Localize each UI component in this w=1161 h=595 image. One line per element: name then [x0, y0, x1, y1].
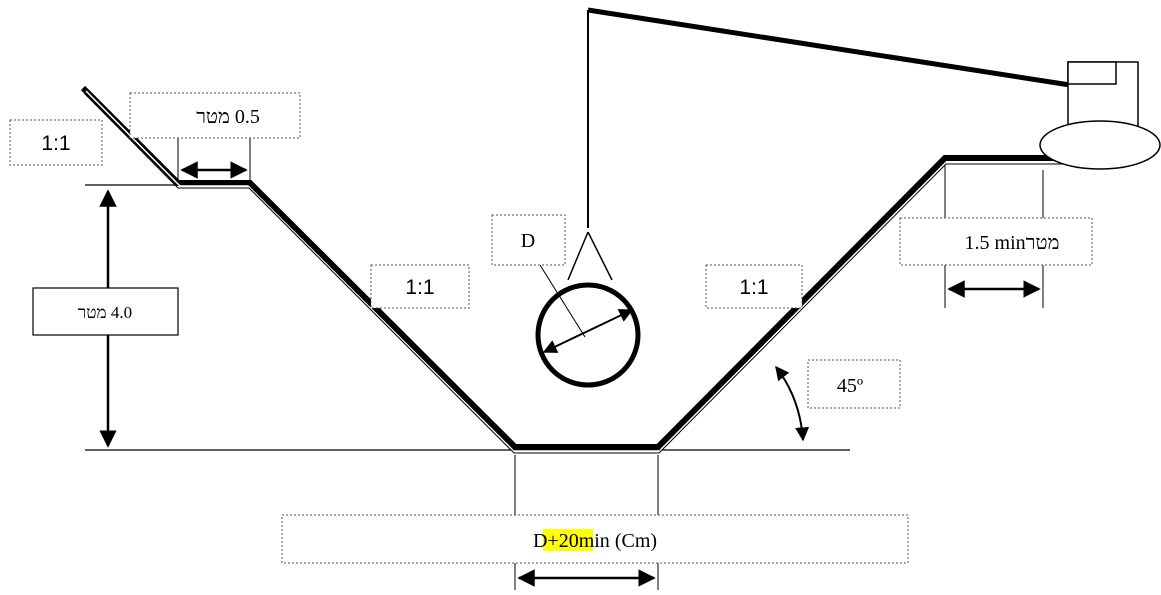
left-slope-top-label: 1:1 — [9, 119, 103, 166]
bottom-width-label: D+20min (Cm) — [281, 514, 909, 564]
pipe-label-leader — [539, 264, 586, 338]
angle-arc-arrow — [775, 365, 810, 442]
svg-text:0.5 מטר: 0.5 מטר — [196, 106, 260, 128]
svg-text:4.0 מטר: 4.0 מטר — [78, 303, 132, 322]
crane-boom — [587, 7, 1071, 88]
svg-text:1:1: 1:1 — [739, 276, 768, 299]
svg-text:45º: 45º — [837, 375, 863, 397]
trench-wall-inner-line — [85, 90, 1065, 452]
right-setback-label: 1.5 minמטר — [899, 217, 1093, 266]
bench-width-label: 0.5 מטר — [129, 92, 301, 139]
pipe-diameter-arrow — [542, 309, 634, 353]
pipe-circle — [535, 282, 641, 388]
sling-left — [567, 231, 589, 281]
crane-base — [1039, 120, 1161, 170]
crane-cab-window — [1067, 61, 1117, 85]
angle-label: 45º — [807, 359, 901, 409]
svg-text:1.5 minמטר: 1.5 minמטר — [965, 232, 1060, 254]
svg-text:D: D — [521, 230, 535, 252]
pipe-diameter-label: D — [491, 214, 566, 266]
svg-text:1:1: 1:1 — [41, 132, 70, 155]
depth-label: 4.0 מטר — [32, 287, 179, 336]
right-slope-label: 1:1 — [705, 264, 803, 309]
highlight-marker — [543, 529, 593, 551]
svg-text:D+20min (Cm): D+20min (Cm) — [533, 530, 657, 552]
trench-wall-thin-edge — [83, 92, 1065, 454]
sling-right — [587, 231, 613, 281]
svg-text:1:1: 1:1 — [405, 276, 434, 299]
left-slope-mid-label: 1:1 — [370, 264, 470, 309]
